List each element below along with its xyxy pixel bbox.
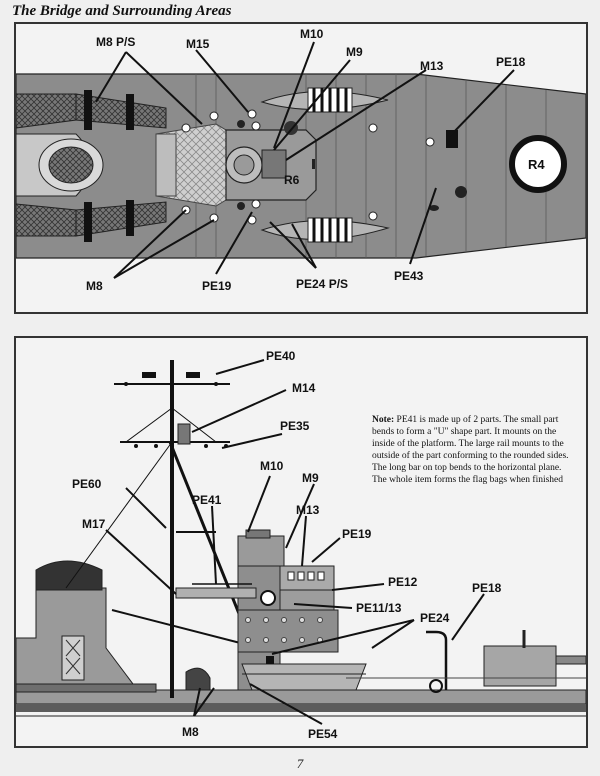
bridge-top-view-panel: M8 P/S M15 M10 M9 M13 PE18 R4 R6 M8 PE19… (14, 22, 588, 314)
label-m8: M8 (182, 725, 199, 739)
label-m9: M9 (302, 471, 319, 485)
page-header-title: The Bridge and Surrounding Areas (12, 3, 232, 19)
label-pe18: PE18 (472, 581, 502, 595)
label-pe24-ps: PE24 P/S (296, 277, 348, 291)
label-pe41: PE41 (192, 493, 222, 507)
label-m10: M10 (260, 459, 284, 473)
label-pe40: PE40 (266, 349, 296, 363)
label-pe54: PE54 (308, 727, 338, 741)
label-m10: M10 (300, 27, 324, 41)
label-pe12: PE12 (388, 575, 418, 589)
label-m9: M9 (346, 45, 363, 59)
mast-yard-fittings (124, 372, 228, 448)
aft-gun-mount (483, 645, 557, 687)
r4-gun-ring (509, 135, 567, 193)
main-mast (65, 360, 258, 698)
davit-pe18 (426, 630, 448, 690)
bridge-side-view-drawing: PE40 M14 PE35 PE60 M10 M9 PE41 M17 M13 P… (16, 349, 586, 741)
label-m15: M15 (186, 37, 210, 51)
label-m13: M13 (420, 59, 444, 73)
label-pe19: PE19 (202, 279, 232, 293)
note-lead: Note: (372, 415, 395, 425)
ladder-grates (16, 90, 167, 242)
side-leader-lines (105, 359, 485, 725)
label-r4: R4 (528, 157, 545, 172)
bridge-side-view-panel: PE40 M14 PE35 PE60 M10 M9 PE41 M17 M13 P… (14, 336, 588, 748)
bridge-upper-level (237, 535, 285, 567)
leader-lines (95, 41, 515, 279)
mast-radar-box (177, 423, 191, 445)
label-r6: R6 (284, 173, 300, 187)
label-pe24: PE24 (420, 611, 450, 625)
label-pe60: PE60 (72, 477, 102, 491)
label-m8-ps: M8 P/S (96, 35, 135, 49)
label-pe19: PE19 (342, 527, 372, 541)
bridge-lower-level (237, 609, 339, 653)
label-pe11-13: PE11/13 (356, 601, 402, 615)
flag-bag-platform (175, 587, 257, 599)
page-number: 7 (296, 756, 304, 771)
label-pe35: PE35 (280, 419, 310, 433)
label-m14: M14 (292, 381, 316, 395)
deck-hatch (446, 130, 458, 148)
assembly-note: Note: PE41 is made up of 2 parts. The sm… (372, 414, 572, 486)
label-m13: M13 (296, 503, 320, 517)
vent-cowls (185, 667, 211, 691)
note-text: PE41 is made up of 2 parts. The small pa… (372, 415, 569, 485)
label-pe43: PE43 (394, 269, 424, 283)
side-life-boat (241, 663, 367, 691)
bridge-top-view-drawing: M8 P/S M15 M10 M9 M13 PE18 R4 R6 M8 PE19… (16, 27, 586, 293)
label-m17: M17 (82, 517, 106, 531)
label-pe18: PE18 (496, 55, 526, 69)
label-m8: M8 (86, 279, 103, 293)
